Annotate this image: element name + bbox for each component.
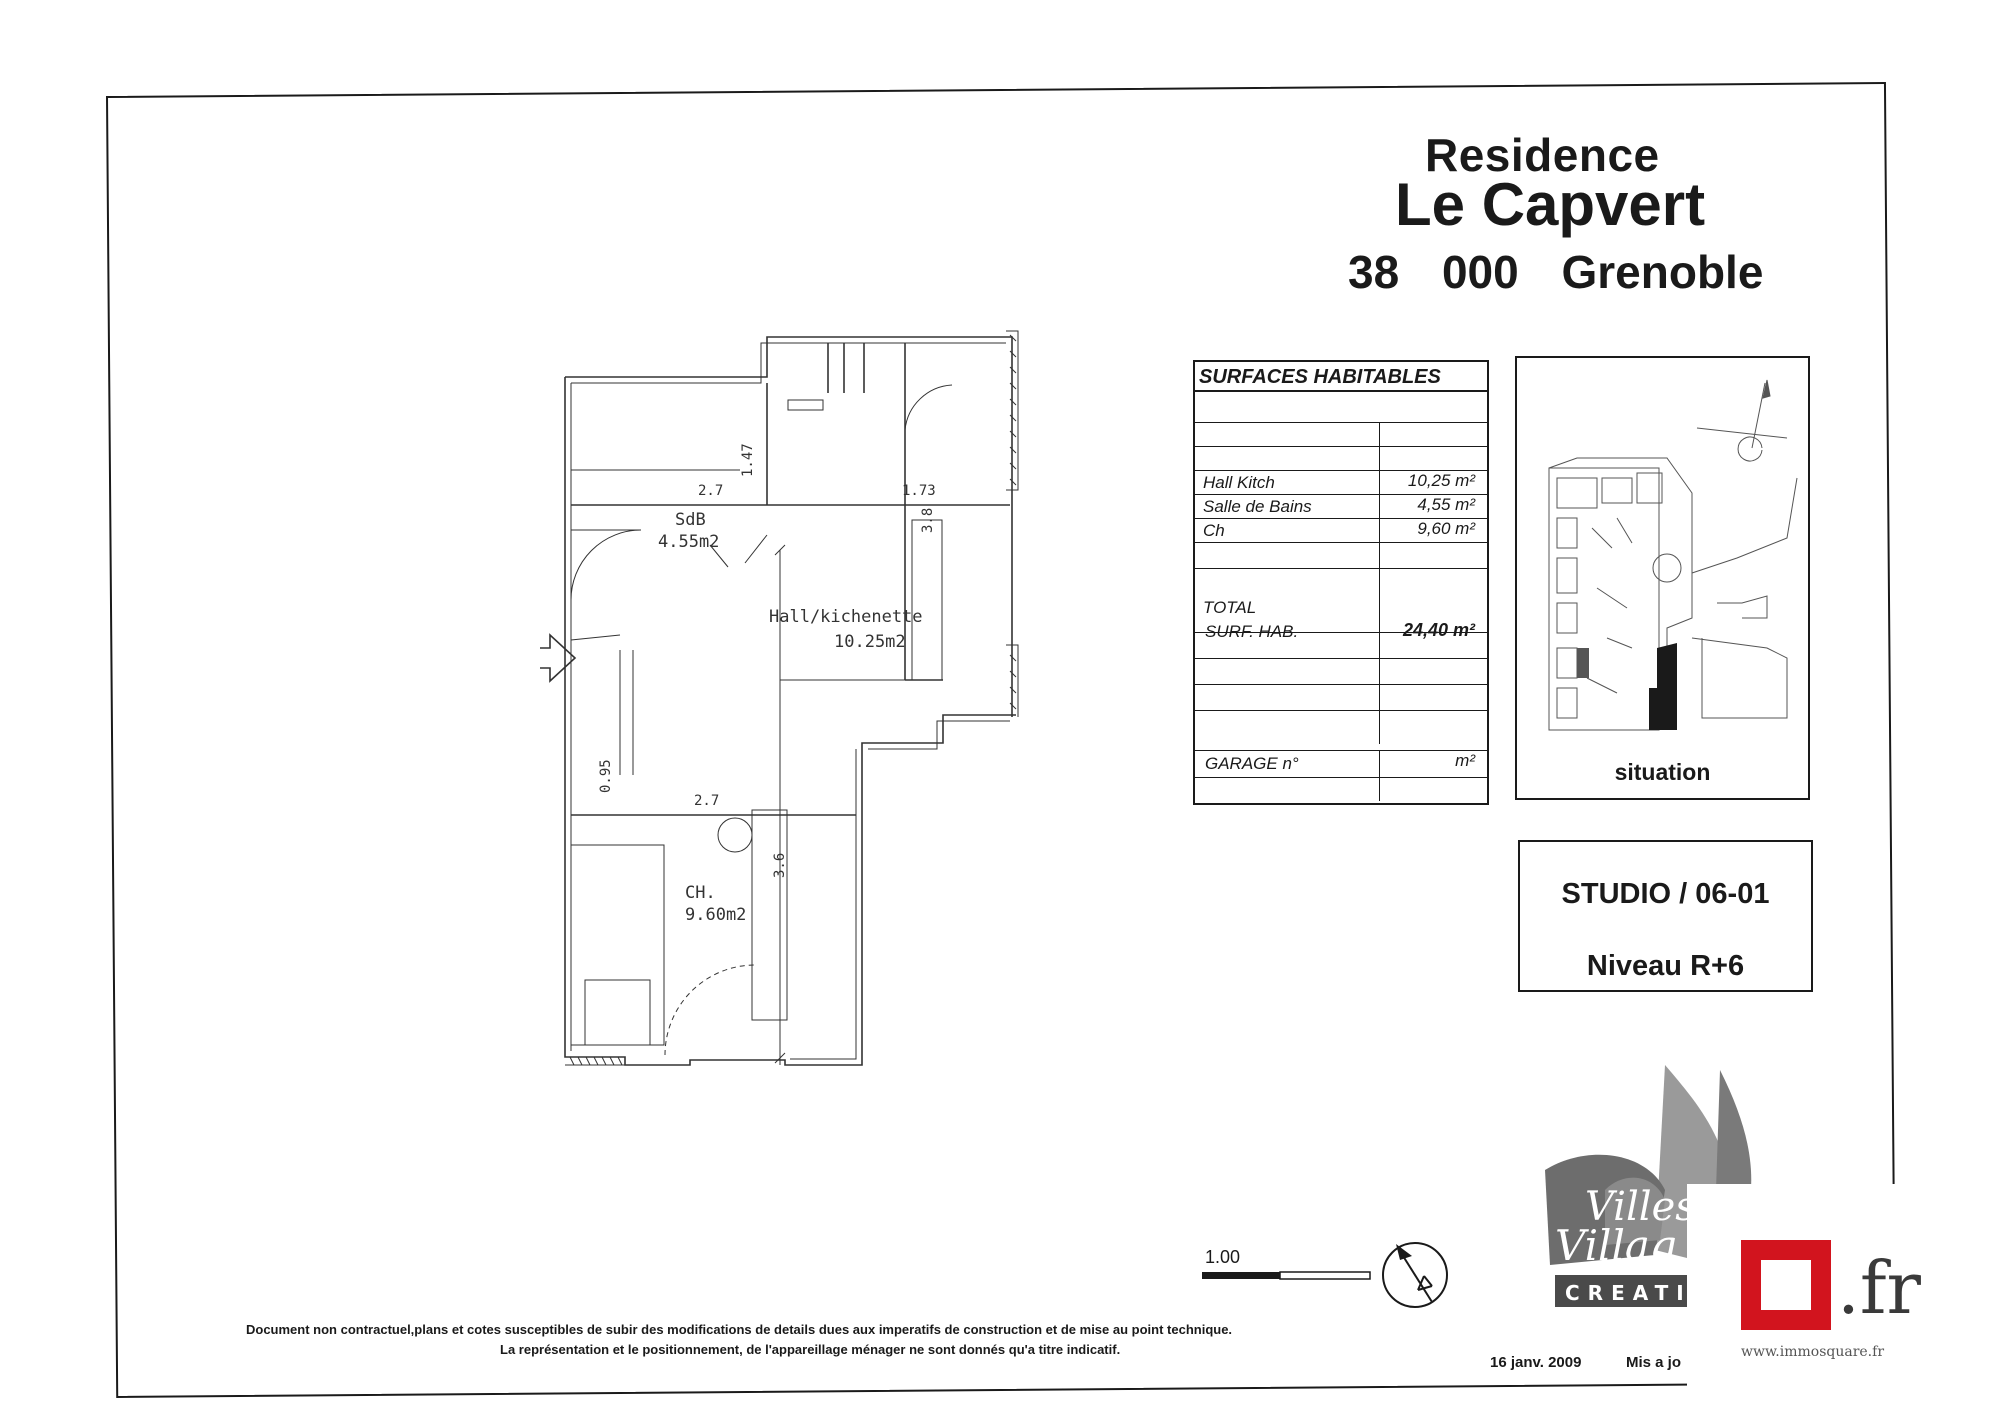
residence-city: 38 000 Grenoble	[1348, 246, 1764, 298]
immosquare-square-icon	[1741, 1240, 1831, 1330]
immosquare-url: www.immosquare.fr	[1741, 1344, 1885, 1360]
drawing-date: 16 janv. 2009	[1490, 1354, 1582, 1371]
garage-label: GARAGE n°	[1205, 754, 1299, 773]
total-label-2: SURF. HAB.	[1205, 622, 1299, 641]
floor-plan: SdB 4.55m2 Hall/kichenette 10.25m2 CH. 9…	[540, 330, 1019, 1066]
situation-box: situation	[1515, 356, 1810, 800]
unit-name: STUDIO / 06-01	[1561, 878, 1770, 910]
entry-arrow-icon	[540, 633, 577, 683]
unit-box: STUDIO / 06-01 Niveau R+6	[1518, 840, 1813, 992]
surfaces-table: SURFACES HABITABLES Hall Kitch 10,25 m² …	[1193, 360, 1489, 805]
dim-ch-width: 2.7	[694, 793, 719, 809]
room-name-ch: CH.	[685, 883, 716, 903]
residence-name: Le Capvert	[1395, 171, 1706, 238]
surface-label-hall: Hall Kitch	[1203, 473, 1275, 492]
disclaimer-line-1: Document non contractuel,plans et cotes …	[246, 1322, 1233, 1337]
immosquare-fr: .fr	[1837, 1246, 1921, 1330]
garage-value: m²	[1455, 751, 1475, 770]
plan-outer-wall-top	[565, 336, 1013, 717]
dim-sdb-width: 2.7	[698, 483, 723, 499]
room-name-hall: Hall/kichenette	[769, 607, 923, 627]
logo-sub: CREATI	[1565, 1281, 1692, 1305]
disclaimer-line-2: La représentation et le positionnement, …	[500, 1342, 1121, 1357]
dim-ch-height: 3.6	[772, 853, 788, 878]
plan-outer-wall	[564, 377, 1016, 1066]
surface-label-ch: Ch	[1203, 521, 1225, 540]
logo-brand-text: Villes	[1585, 1184, 1696, 1230]
svg-text:Villag: Villag	[1555, 1221, 1677, 1270]
total-label: TOTAL	[1203, 598, 1257, 617]
residence-label: Residence	[1425, 129, 1660, 181]
situation-map	[1548, 379, 1798, 731]
dim-sdb-height: 1.47	[740, 443, 756, 477]
north-arrow-icon	[1382, 1242, 1448, 1308]
situation-caption: situation	[1614, 759, 1711, 785]
immosquare-logo: .fr www.immosquare.fr	[1687, 1184, 1999, 1414]
surface-value-hall: 10,25 m²	[1407, 471, 1475, 490]
total-value: 24,40 m²	[1402, 620, 1475, 640]
situation-highlight	[1649, 643, 1677, 730]
scale-label: 1.00	[1205, 1247, 1241, 1267]
unit-level: Niveau R+6	[1586, 950, 1745, 982]
update-label: Mis a jo	[1626, 1354, 1682, 1371]
dim-corridor: 0.95	[598, 759, 614, 793]
surface-label-sdb: Salle de Bains	[1203, 497, 1312, 516]
surface-value-ch: 9,60 m²	[1417, 519, 1475, 538]
surfaces-table-title: SURFACES HABITABLES	[1195, 362, 1487, 392]
dim-hall-height: 3.8	[920, 508, 936, 533]
room-name-sdb: SdB	[675, 510, 706, 530]
surface-value-sdb: 4,55 m²	[1417, 495, 1475, 514]
room-area-ch: 9.60m2	[685, 905, 746, 925]
dim-top-right: 1.73	[902, 483, 936, 499]
scale-bar	[1202, 1271, 1371, 1280]
room-area-hall: 10.25m2	[834, 632, 906, 652]
room-area-sdb: 4.55m2	[658, 532, 719, 552]
